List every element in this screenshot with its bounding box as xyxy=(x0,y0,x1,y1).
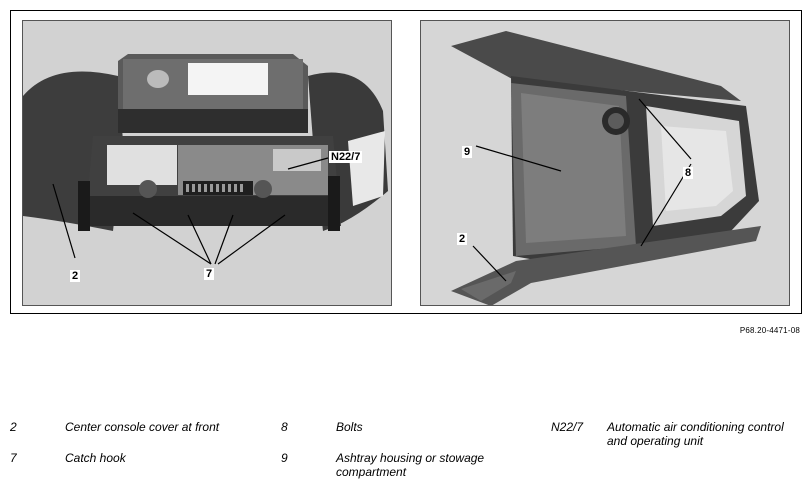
legend-key-7: 7 xyxy=(10,451,17,465)
figure-frame: N22/7 2 7 xyxy=(10,10,802,314)
legend-text-n22-7-line2: and operating unit xyxy=(607,434,704,448)
photo-left-climate-unit: N22/7 2 7 xyxy=(22,20,392,306)
callout-n22-7: N22/7 xyxy=(329,151,363,163)
legend-key-9: 9 xyxy=(281,451,288,465)
legend-text-7: Catch hook xyxy=(65,451,126,465)
callout-2-left: 2 xyxy=(70,270,81,282)
legend-text-8: Bolts xyxy=(336,420,363,434)
figure-reference-code: P68.20-4471-08 xyxy=(739,326,800,335)
legend-text-n22-7-line1: Automatic air conditioning control xyxy=(607,420,784,434)
legend-key-2: 2 xyxy=(10,420,17,434)
callout-7: 7 xyxy=(204,268,215,280)
photo-right-console-underside: 9 8 2 xyxy=(420,20,790,306)
callout-2-right: 2 xyxy=(457,233,468,245)
callout-8: 8 xyxy=(683,167,694,179)
legend-text-9-line2: compartment xyxy=(336,465,407,479)
legend-key-n22-7: N22/7 xyxy=(551,420,584,434)
legend-text-9-line1: Ashtray housing or stowage xyxy=(336,451,485,465)
legend-text-2: Center console cover at front xyxy=(65,420,220,434)
console-underside-illustration xyxy=(421,21,789,305)
callout-9: 9 xyxy=(462,146,473,158)
climate-unit-illustration xyxy=(23,21,391,305)
legend-key-8: 8 xyxy=(281,420,288,434)
